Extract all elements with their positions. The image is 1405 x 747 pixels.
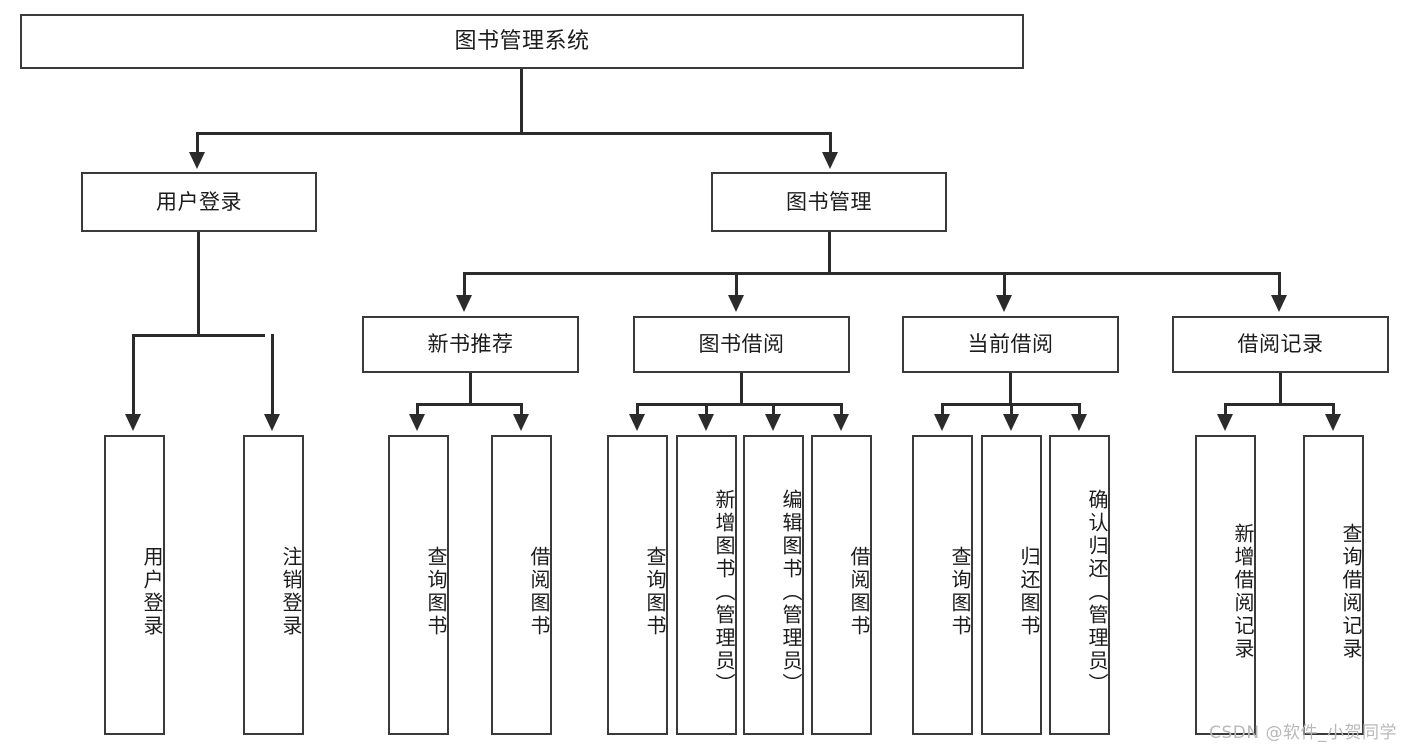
leaf-query-book-recommend[interactable]: 查询图书 [388,435,449,735]
arrowhead-icon [765,414,781,431]
connector-to-book-borrow [735,272,738,298]
connector-borrow-record-leaf-1 [1224,403,1227,417]
connector-new-book-bus [416,403,523,406]
connector-book-manage-bus [463,272,1281,275]
arrowhead-icon [264,414,280,431]
arrowhead-icon [629,414,645,431]
connector-to-new-book [463,272,466,298]
connector-to-borrow-record [1278,272,1281,298]
leaf-user-login[interactable]: 用户登录 [104,435,165,735]
node-borrow-record[interactable]: 借阅记录 [1172,316,1389,373]
node-label: 图书借阅 [698,332,785,357]
connector-to-current-borrow [1003,272,1006,298]
arrowhead-icon [934,414,950,431]
connector-book-borrow-bus [636,403,843,406]
node-label: 借阅记录 [1237,332,1324,357]
node-root-system[interactable]: 图书管理系统 [20,14,1024,69]
node-label: 注销登录 [279,546,303,638]
connector-borrow-record-bus [1224,403,1335,406]
arrowhead-icon [456,295,472,312]
connector-user-login-stem [197,232,200,336]
leaf-logout[interactable]: 注销登录 [243,435,304,735]
node-book-borrow[interactable]: 图书借阅 [633,316,850,373]
node-label: 查询借阅记录 [1339,523,1363,661]
node-label: 用户登录 [140,546,164,638]
csdn-watermark: CSDN @软件_小贺同学 [1209,723,1397,743]
arrowhead-icon [1325,414,1341,431]
node-book-management[interactable]: 图书管理 [711,172,947,232]
leaf-add-borrow-record[interactable]: 新增借阅记录 [1195,435,1256,735]
node-label: 查询图书 [424,546,448,638]
arrowhead-icon [833,414,849,431]
node-label: 查询图书 [948,546,972,638]
connector-book-borrow-stem [740,373,743,405]
leaf-return-book[interactable]: 归还图书 [981,435,1042,735]
node-label: 新书推荐 [427,332,514,357]
connector-book-borrow-leaf-3 [772,403,775,417]
connector-book-borrow-leaf-4 [840,403,843,417]
arrowhead-icon [728,295,744,312]
connector-root-to-user-login [196,132,199,155]
connector-new-book-leaf-2 [520,403,523,417]
connector-user-login-bus [132,334,265,337]
connector-borrow-record-stem [1279,373,1282,405]
connector-new-book-stem [469,373,472,405]
node-label: 新增图书（管理员） [712,488,736,696]
arrowhead-icon [189,152,205,169]
connector-current-borrow-leaf-1 [941,403,944,417]
connector-book-manage-stem [828,232,831,274]
leaf-confirm-return-admin[interactable]: 确认归还（管理员） [1049,435,1110,735]
connector-user-login-leaf-1 [132,334,135,417]
node-new-book-recommend[interactable]: 新书推荐 [362,316,579,373]
arrowhead-icon [822,152,838,169]
connector-borrow-record-leaf-2 [1332,403,1335,417]
connector-book-borrow-leaf-1 [636,403,639,417]
arrowhead-icon [409,414,425,431]
leaf-edit-book-admin[interactable]: 编辑图书（管理员） [743,435,804,735]
node-label: 当前借阅 [967,332,1054,357]
arrowhead-icon [996,295,1012,312]
leaf-query-book-borrow[interactable]: 查询图书 [607,435,668,735]
connector-book-borrow-leaf-2 [705,403,708,417]
node-user-login[interactable]: 用户登录 [81,172,317,232]
leaf-query-book-current[interactable]: 查询图书 [912,435,973,735]
node-label: 图书管理 [786,189,872,214]
arrowhead-icon [698,414,714,431]
node-label: 查询图书 [643,546,667,638]
node-label: 借阅图书 [527,546,551,638]
leaf-borrow-book[interactable]: 借阅图书 [811,435,872,735]
node-label: 确认归还（管理员） [1085,488,1109,696]
node-current-borrow[interactable]: 当前借阅 [902,316,1119,373]
leaf-borrow-book-recommend[interactable]: 借阅图书 [491,435,552,735]
connector-root-to-book-manage [829,132,832,155]
node-label: 用户登录 [156,189,242,214]
arrowhead-icon [1071,414,1087,431]
arrowhead-icon [513,414,529,431]
arrowhead-icon [1217,414,1233,431]
arrowhead-icon [125,414,141,431]
leaf-add-book-admin[interactable]: 新增图书（管理员） [676,435,737,735]
node-label: 借阅图书 [847,546,871,638]
node-label: 归还图书 [1017,546,1041,638]
leaf-query-borrow-record[interactable]: 查询借阅记录 [1303,435,1364,735]
arrowhead-icon [1003,414,1019,431]
connector-current-borrow-leaf-3 [1078,403,1081,417]
connector-current-borrow-stem [1009,373,1012,405]
arrowhead-icon [1271,295,1287,312]
connector-current-borrow-leaf-2 [1010,403,1013,417]
node-label: 编辑图书（管理员） [779,488,803,696]
connector-new-book-leaf-1 [416,403,419,417]
node-label: 新增借阅记录 [1231,523,1255,661]
node-label: 图书管理系统 [454,28,590,54]
connector-root-bus [196,132,832,135]
connector-root-stem [520,69,523,134]
connector-user-login-leaf-2 [271,334,274,417]
